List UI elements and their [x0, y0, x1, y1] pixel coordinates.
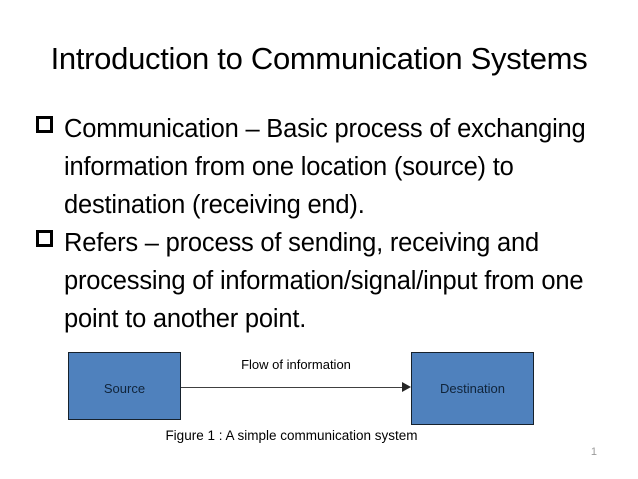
- flow-arrow-line: [181, 386, 405, 388]
- square-bullet-icon: [36, 230, 53, 247]
- diagram-box-destination-label: Destination: [439, 381, 506, 396]
- diagram-box-source: Source: [68, 352, 181, 420]
- list-item-text: Communication – Basic process of exchang…: [64, 115, 586, 219]
- list-item: Refers – process of sending, receiving a…: [34, 224, 610, 338]
- diagram-box-destination: Destination: [411, 352, 534, 425]
- square-bullet-icon: [36, 116, 53, 133]
- list-item: Communication – Basic process of exchang…: [34, 110, 610, 224]
- figure-caption: Figure 1 : A simple communication system: [165, 428, 418, 443]
- list-item-text: Refers – process of sending, receiving a…: [64, 229, 584, 333]
- communication-system-diagram: Source Flow of information Destination F…: [0, 340, 638, 455]
- bullet-list: Communication – Basic process of exchang…: [34, 110, 610, 338]
- flow-arrow-head-icon: [402, 381, 411, 392]
- diagram-box-source-label: Source: [103, 381, 146, 396]
- page-number: 1: [590, 446, 597, 458]
- arrow-label-flow-of-information: Flow of information: [241, 357, 351, 372]
- page-title: Introduction to Communication Systems: [50, 41, 588, 76]
